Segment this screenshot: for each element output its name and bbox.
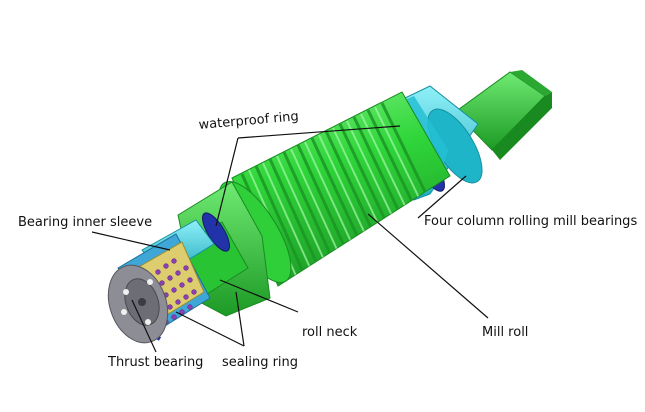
leader-sealing-ring-b [235,291,245,347]
leader-lines [91,125,489,353]
waterproof-ring-left [202,212,230,252]
leader-waterproof-ring-left [215,137,239,227]
leader-bearing-inner-sleeve [91,231,171,251]
drive-end-shaft [454,70,552,160]
leader-thrust-bearing [131,299,157,353]
leader-sealing-ring-a [175,311,245,347]
end-face [107,264,169,344]
four-column-bearings-label: Four column rolling mill bearings [424,214,638,229]
leader-four-column-bearings [417,175,467,219]
leader-waterproof-ring-right [237,125,401,139]
roll-neck-label: roll neck [302,325,358,340]
bearing-inner-sleeve-label: Bearing inner sleeve [18,215,153,230]
sealing-ring-label: sealing ring [222,355,299,370]
leader-roll-neck [219,279,299,313]
thrust-bearing-label: Thrust bearing [108,355,204,370]
leader-mill-roll [367,213,489,319]
mill-roll-label: Mill roll [482,325,529,340]
